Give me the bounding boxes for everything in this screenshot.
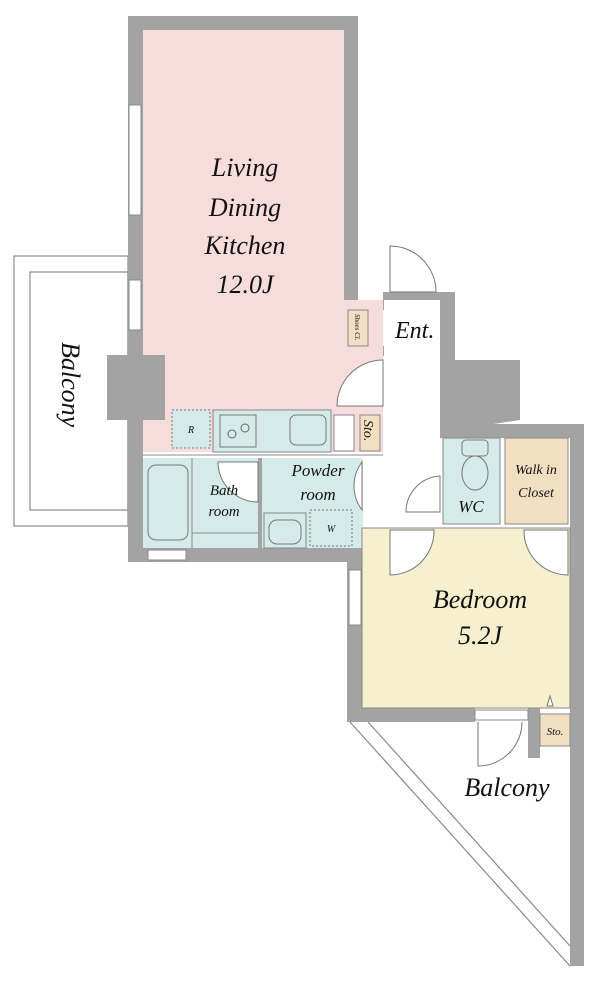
powder-label-2: room xyxy=(300,485,335,504)
storage-kitchen xyxy=(359,414,381,452)
window xyxy=(348,569,362,626)
ldk-label-3: Kitchen xyxy=(204,231,286,260)
washer-space xyxy=(309,509,353,547)
room-bedroom: Bedroom 5.2J xyxy=(361,527,571,709)
ldk-door[interactable] xyxy=(336,359,384,407)
window xyxy=(128,104,142,216)
refrigerator-label: R xyxy=(187,425,194,436)
room-ldk: Living Dining Kitchen 12.0J xyxy=(143,30,383,452)
kitchen-counter xyxy=(212,409,332,453)
washbasin-icon xyxy=(268,519,302,545)
closet-door[interactable] xyxy=(523,529,569,576)
bathtub-icon xyxy=(147,464,189,541)
storage-bedroom-label: Sto. xyxy=(547,726,564,738)
storage-kitchen-label: Sto. xyxy=(360,420,375,441)
balcony-door[interactable] xyxy=(477,721,523,767)
wc-label: WC xyxy=(458,497,484,516)
ldk-size: 12.0J xyxy=(216,270,275,299)
balcony-left: Balcony xyxy=(13,255,129,527)
bath-label-2: room xyxy=(208,504,239,520)
entrance-label: Ent. xyxy=(394,318,434,344)
window xyxy=(128,279,142,331)
stove-icon xyxy=(219,414,257,448)
shoes-closet xyxy=(347,309,369,347)
shelf xyxy=(333,414,355,452)
sink-icon xyxy=(289,414,327,446)
balcony-bottom: Balcony xyxy=(349,721,571,967)
storage-bedroom xyxy=(539,713,571,747)
bath-door[interactable] xyxy=(217,461,259,503)
shoes-closet-label: Shoes Cl. xyxy=(353,314,361,341)
washer-label: W xyxy=(327,524,337,535)
balcony-left-label: Balcony xyxy=(56,342,85,428)
bedroom-size: 5.2J xyxy=(458,621,504,650)
bath-label-1: Bath xyxy=(210,483,238,499)
powder-door[interactable] xyxy=(353,460,363,512)
powder-label-1: Powder xyxy=(291,461,345,480)
ldk-label-1: Living xyxy=(211,153,278,182)
wic-label-2: Closet xyxy=(518,486,555,501)
walls xyxy=(107,16,584,966)
bedroom-door[interactable] xyxy=(389,529,435,576)
balcony-bottom-label: Balcony xyxy=(464,773,550,802)
window xyxy=(474,709,529,721)
entrance-door[interactable] xyxy=(389,245,437,293)
bedroom-label: Bedroom xyxy=(433,585,527,614)
walk-in-closet xyxy=(504,437,569,525)
wc-room xyxy=(442,437,501,525)
window xyxy=(147,549,187,561)
wic-label-1: Walk in xyxy=(515,463,557,478)
wc-door[interactable] xyxy=(405,475,441,513)
ldk-label-2: Dining xyxy=(208,193,281,222)
refrigerator xyxy=(171,409,211,449)
